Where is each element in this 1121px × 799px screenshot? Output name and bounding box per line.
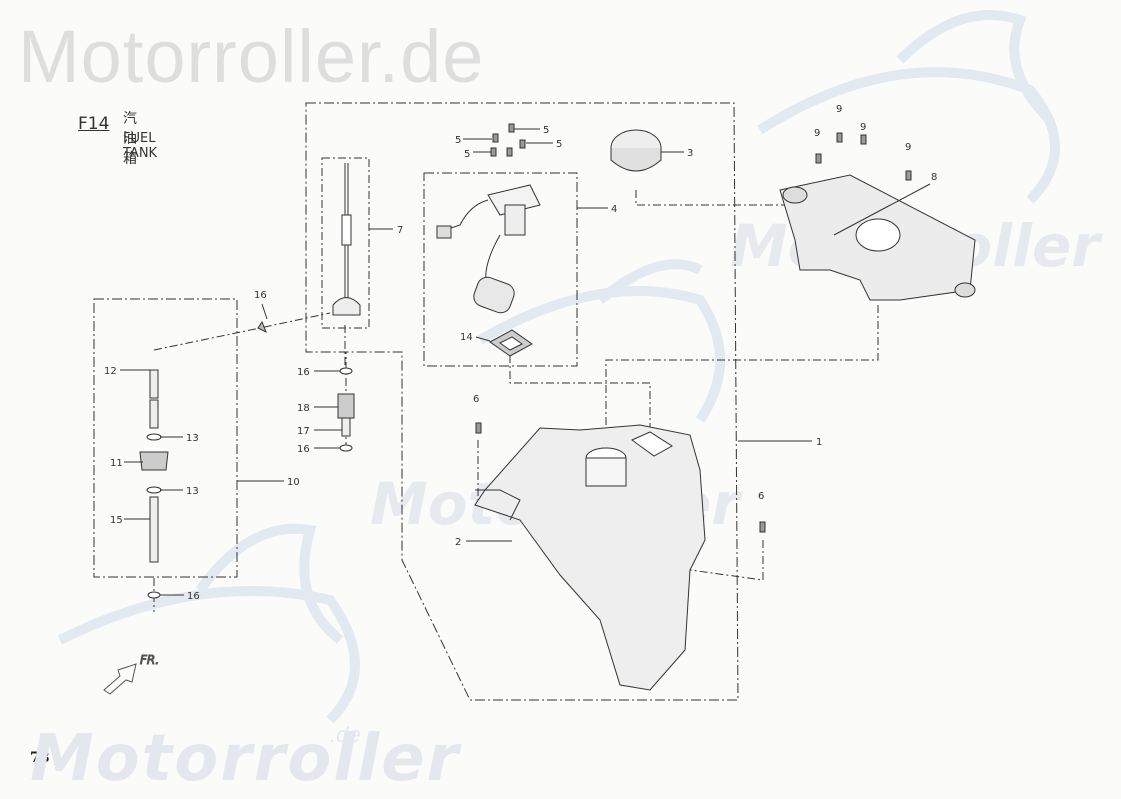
fuel-sender-rod: [321, 157, 370, 329]
fuel-cap: [610, 129, 662, 172]
callout-3: 3: [687, 148, 693, 159]
callout-14: 14: [460, 332, 473, 343]
callout-9a: 9: [814, 128, 820, 139]
callout-2: 2: [455, 537, 461, 548]
callout-9c: 9: [860, 122, 866, 133]
callout-5d: 5: [556, 139, 562, 150]
diagram-title-cn: 汽油箱: [123, 111, 142, 167]
callout-18: 18: [297, 403, 310, 414]
page-number: 78: [30, 750, 50, 766]
callouts: [120, 128, 931, 596]
front-label: FR.: [140, 653, 159, 667]
hose-and-spring: [257, 320, 355, 452]
diagram-code: F14: [78, 114, 110, 134]
callout-5c: 5: [464, 149, 470, 160]
watermark-bottom: Motorroller: [30, 722, 461, 796]
callout-16b: 16: [187, 591, 200, 602]
pump-gasket: [489, 329, 533, 357]
bolts: [475, 123, 912, 533]
front-direction-arrow: FR.: [103, 653, 160, 695]
callout-9d: 9: [905, 142, 911, 153]
callout-4: 4: [611, 204, 617, 215]
callout-8: 8: [931, 172, 937, 183]
connection-lines: [153, 190, 879, 612]
callout-5b: 5: [543, 125, 549, 136]
fuel-pump-assembly: [436, 184, 541, 314]
callout-1: 1: [816, 437, 822, 448]
callout-7: 7: [397, 225, 403, 236]
callout-13a: 13: [186, 433, 199, 444]
callout-10: 10: [287, 477, 300, 488]
callout-6b: 6: [758, 491, 764, 502]
assembly-boundary: [93, 102, 739, 701]
scooter-logo-watermarks: [57, 10, 1060, 724]
callout-16d: 16: [297, 444, 310, 455]
callout-11: 11: [110, 458, 123, 469]
diagram-title-en: FUEL TANK: [123, 131, 158, 161]
callout-13b: 13: [186, 486, 199, 497]
callout-5a: 5: [455, 135, 461, 146]
callout-6a: 6: [473, 394, 479, 405]
callout-16a: 16: [254, 290, 267, 301]
callout-12: 12: [104, 366, 117, 377]
callout-labels: 5 5 5 5 3 4 7 9 9 9 9 8 16 12 13 11 13 1…: [104, 104, 937, 602]
callout-15: 15: [110, 515, 123, 526]
fuel-tank-body: [474, 424, 706, 691]
callout-9b: 9: [836, 104, 842, 115]
tank-bracket: [779, 174, 976, 301]
callout-17: 17: [297, 426, 310, 437]
fuel-filter-group: [139, 369, 169, 599]
callout-16c: 16: [297, 367, 310, 378]
watermark-bottom-suffix: .de: [330, 722, 361, 747]
watermark-top: Motorroller.de: [18, 15, 485, 98]
